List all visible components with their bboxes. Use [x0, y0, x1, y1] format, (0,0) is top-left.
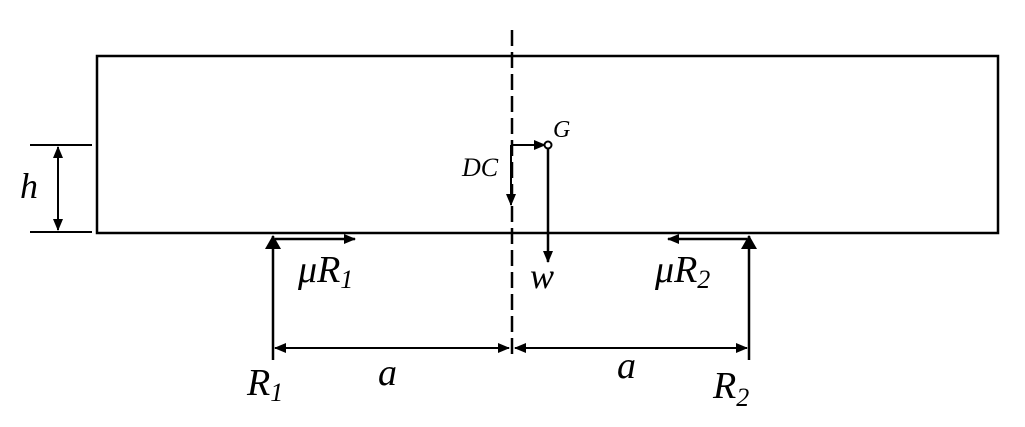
mu-r1-mu: μ	[297, 249, 317, 291]
g-point	[543, 140, 553, 150]
r2-subscript: 2	[736, 383, 749, 412]
w-label: w	[530, 256, 554, 296]
g-label: G	[553, 117, 570, 143]
r1-subscript: 1	[270, 378, 283, 407]
mu-r1-letter: R	[316, 249, 340, 291]
mu-r1-label: μR1	[297, 249, 353, 294]
dc-label: DC	[461, 153, 499, 182]
mu-r2-label: μR2	[654, 249, 710, 294]
h-label: h	[20, 166, 38, 206]
mu-r2-letter: R	[673, 249, 697, 291]
mu-r1-subscript: 1	[340, 265, 353, 294]
a-left-label: a	[378, 352, 397, 394]
a-right-label: a	[617, 345, 636, 387]
mu-r2-subscript: 2	[697, 265, 710, 294]
r2-letter: R	[712, 365, 736, 407]
mu-r2-mu: μ	[654, 249, 674, 291]
r1-label: R1	[246, 362, 283, 407]
r2-label: R2	[712, 365, 749, 412]
r1-letter: R	[246, 362, 270, 404]
